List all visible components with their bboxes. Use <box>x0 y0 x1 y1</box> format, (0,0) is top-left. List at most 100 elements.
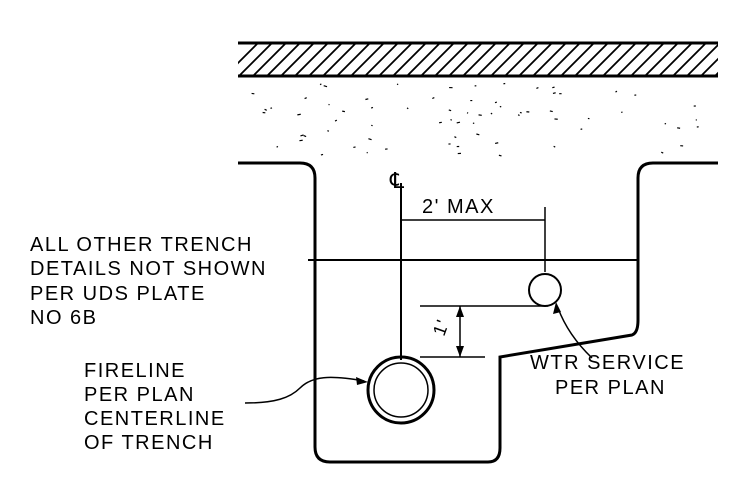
hatch-line <box>714 71 718 76</box>
stipple-dot <box>448 109 452 112</box>
arrow-down-icon <box>456 346 464 357</box>
stipple-dot <box>300 134 304 137</box>
hatch-line <box>336 43 371 76</box>
hatch-line <box>280 43 315 76</box>
leader-arrow-icon <box>356 377 368 385</box>
dimension-1ft-label: 1' <box>429 316 453 338</box>
stipple-dot <box>519 111 522 114</box>
arrow-up-icon <box>456 306 464 317</box>
hatch-line <box>700 57 718 76</box>
hatch-line <box>616 43 651 76</box>
fireline-label-line: PER PLAN <box>84 384 195 406</box>
hatch-line <box>602 43 637 76</box>
stipple-dot <box>432 97 435 100</box>
fireline-label-line: CENTERLINE <box>84 408 226 430</box>
stipple-dot <box>450 118 453 121</box>
stipple-dot <box>365 98 369 101</box>
hatch-line <box>672 43 707 76</box>
hatch-line <box>252 43 287 76</box>
water-service-label-line: PER PLAN <box>555 377 666 399</box>
stipple-dot <box>276 145 279 148</box>
note-line: PER UDS PLATE <box>30 283 206 305</box>
note-line: DETAILS NOT SHOWN <box>30 258 267 280</box>
water-service-label: WTR SERVICE PER PLAN <box>530 352 684 399</box>
note-other-details: ALL OTHER TRENCH DETAILS NOT SHOWN PER U… <box>30 234 267 329</box>
hatch-line <box>588 43 623 76</box>
stipple-dot <box>320 153 324 156</box>
stipple-dot <box>368 138 372 141</box>
hatch-line <box>729 43 752 76</box>
hatch-line <box>686 43 718 76</box>
stipple-dot <box>334 119 338 122</box>
hatch-line <box>294 43 329 76</box>
stipple-dot <box>297 113 301 116</box>
hatch-line <box>322 43 357 76</box>
stipple-dot <box>472 122 475 125</box>
fireline-pipe <box>244 355 436 425</box>
stipple-dot <box>319 83 322 86</box>
hatch-line <box>308 43 343 76</box>
stipple-dot <box>498 154 502 157</box>
note-line: NO 6B <box>30 307 98 329</box>
hatch-line <box>546 43 581 76</box>
hatch-line <box>476 43 511 76</box>
stipple-dot <box>454 136 457 139</box>
stipple-dot <box>552 86 555 89</box>
hatch-line <box>490 43 525 76</box>
stipple-dot <box>264 108 267 111</box>
stipple-dot <box>517 114 520 117</box>
stipple-dot <box>476 133 480 136</box>
fireline-label-line: OF TRENCH <box>84 432 214 454</box>
hatch-line <box>560 43 595 76</box>
base-course-stipple <box>251 82 699 157</box>
hatch-line <box>434 43 469 76</box>
dimension-1ft: 1' <box>420 305 548 358</box>
hatch-line <box>420 43 455 76</box>
dimension-2ft-max: 2' MAX <box>401 196 546 272</box>
trench-outline <box>238 161 718 464</box>
hatch-line <box>266 43 301 76</box>
stipple-dot <box>549 110 553 113</box>
hatch-line <box>448 43 483 76</box>
hatch-line <box>574 43 609 76</box>
pavement-hatching <box>238 43 752 76</box>
hatch-line <box>462 43 497 76</box>
water-service-pipe <box>528 273 593 359</box>
stipple-dot <box>615 90 618 93</box>
stipple-dot <box>303 135 307 138</box>
hatch-line <box>364 43 399 76</box>
dimension-2ft-max-label: 2' MAX <box>422 196 495 218</box>
hatch-line <box>518 43 553 76</box>
stipple-dot <box>664 122 667 125</box>
stipple-dot <box>456 121 461 124</box>
hatch-line <box>350 43 385 76</box>
centerline-marker: ℄ <box>389 168 405 360</box>
stipple-dot <box>466 112 469 114</box>
hatch-line <box>630 43 665 76</box>
stipple-dot <box>406 107 409 110</box>
hatch-line <box>378 43 413 76</box>
hatch-line <box>644 43 679 76</box>
pavement-section <box>238 41 752 78</box>
stipple-dot <box>620 111 623 114</box>
stipple-dot <box>494 101 498 104</box>
note-line: ALL OTHER TRENCH <box>30 234 253 256</box>
stipple-dot <box>536 87 539 89</box>
leader-arrow-icon <box>553 302 561 314</box>
stipple-dot <box>553 145 556 148</box>
stipple-dot <box>370 106 374 109</box>
stipple-dot <box>499 105 502 108</box>
hatch-line <box>238 43 273 76</box>
hatch-line <box>406 43 441 76</box>
hatch-line <box>392 43 427 76</box>
fireline-label: FIRELINE PER PLAN CENTERLINE OF TRENCH <box>84 360 226 454</box>
stipple-dot <box>552 92 556 94</box>
hatch-line <box>504 43 539 76</box>
centerline-symbol: ℄ <box>389 168 405 193</box>
hatch-line <box>658 43 693 76</box>
stipple-dot <box>494 142 499 145</box>
stipple-dot <box>353 146 356 149</box>
stipple-dot <box>490 112 493 115</box>
stipple-dot <box>661 151 664 154</box>
